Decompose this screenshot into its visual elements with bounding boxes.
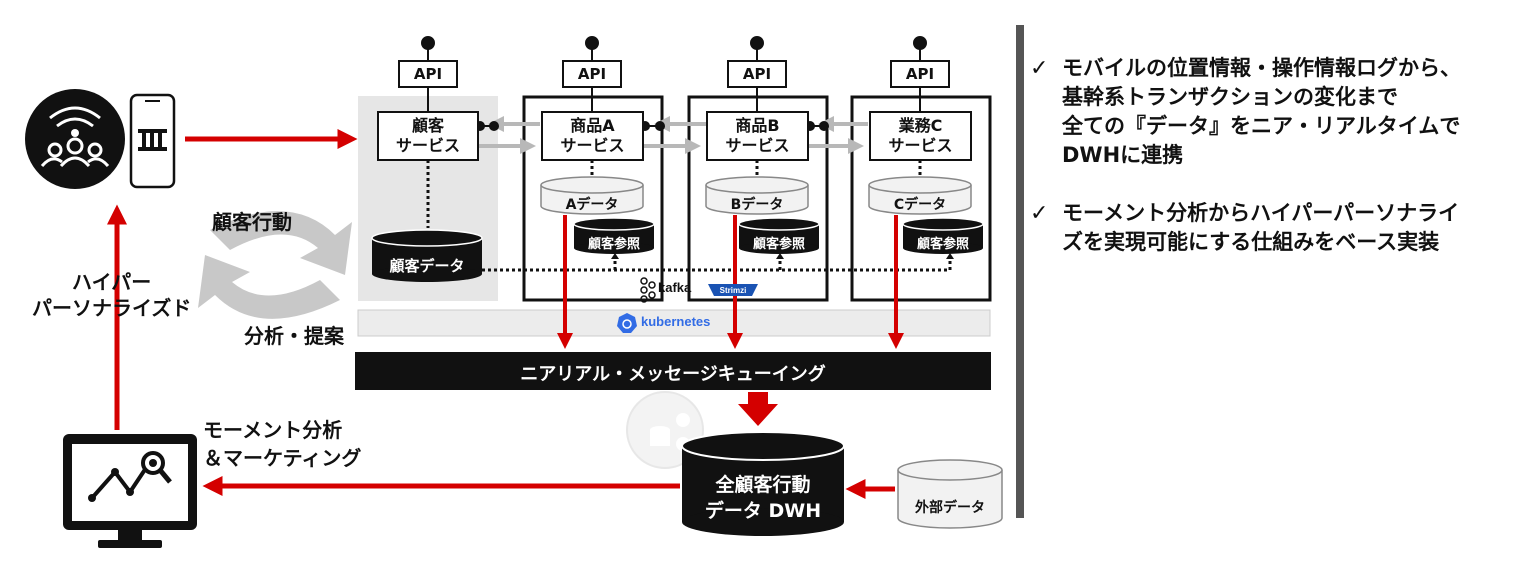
check-icon: ✓ bbox=[1030, 56, 1049, 81]
queue-to-dwh-arrow bbox=[738, 392, 778, 426]
message-queue-bar bbox=[355, 352, 991, 390]
smartphone-icon bbox=[129, 93, 176, 189]
business-c-service-box[interactable]: 業務C サービス bbox=[869, 111, 972, 161]
bullet-line: 基幹系トランザクションの変化まで bbox=[1062, 85, 1398, 109]
product-b-service-box[interactable]: 商品B サービス bbox=[706, 111, 809, 161]
section-divider bbox=[1016, 25, 1024, 518]
api-box-customer[interactable]: API bbox=[398, 60, 458, 88]
api-box-product-b[interactable]: API bbox=[727, 60, 787, 88]
external-data-cylinder bbox=[897, 459, 1003, 529]
service-name-line2: サービス bbox=[395, 136, 460, 155]
service-name-line2: サービス bbox=[725, 136, 790, 155]
service-name-line2: サービス bbox=[560, 136, 625, 155]
bullet-line: ズを実現可能にする仕組みをベース実装 bbox=[1062, 230, 1440, 254]
loop-arrows bbox=[198, 211, 352, 319]
external-data-label: 外部データ bbox=[915, 500, 985, 516]
hyper-label-line2: パーソナライズド bbox=[32, 296, 192, 320]
customer-db-cylinder bbox=[371, 229, 483, 282]
customer-ref-c-label: 顧客参照 bbox=[916, 237, 969, 252]
service-name-line1: 商品B bbox=[735, 116, 780, 135]
users-wifi-icon bbox=[25, 89, 125, 189]
a-data-label: Aデータ bbox=[565, 197, 619, 213]
dwh-cylinder bbox=[681, 431, 845, 536]
b-data-label: Bデータ bbox=[730, 197, 784, 213]
strimzi-logo-icon: Strimzi bbox=[708, 284, 758, 296]
customer-service-box[interactable]: 顧客 サービス bbox=[377, 111, 479, 161]
analysis-proposal-label: 分析・提案 bbox=[244, 324, 344, 348]
bullet-line: 全ての『データ』をニア・リアルタイムで bbox=[1062, 114, 1461, 138]
bullet-2: ✓ モーメント分析からハイパーパーソナライ ズを実現可能にする仕組みをベース実装 bbox=[1030, 199, 1460, 257]
hyper-label-line1: ハイパー bbox=[72, 270, 152, 294]
moment-analysis-label-line2: ＆マーケティング bbox=[203, 446, 362, 470]
kubernetes-logo-icon bbox=[617, 313, 637, 333]
c-data-label: Cデータ bbox=[893, 197, 947, 213]
kubernetes-bar bbox=[357, 309, 991, 337]
service-name-line1: 商品A bbox=[570, 116, 615, 135]
service-name-line2: サービス bbox=[888, 136, 953, 155]
customer-ref-a-label: 顧客参照 bbox=[587, 237, 640, 252]
dwh-label-line1: 全顧客行動 bbox=[715, 474, 811, 496]
customer-ref-b-label: 顧客参照 bbox=[752, 237, 805, 252]
bullet-1: ✓ モバイルの位置情報・操作情報ログから、 基幹系トランザクションの変化まで 全… bbox=[1030, 54, 1461, 170]
service-name-line1: 業務C bbox=[898, 116, 943, 135]
customer-behavior-label: 顧客行動 bbox=[212, 210, 292, 234]
api-box-product-a[interactable]: API bbox=[562, 60, 622, 88]
analytics-monitor-icon bbox=[63, 434, 197, 548]
check-icon: ✓ bbox=[1030, 201, 1049, 226]
product-a-service-box[interactable]: 商品A サービス bbox=[541, 111, 644, 161]
kafka-logo-icon bbox=[640, 277, 656, 303]
bullet-line: DWHに連携 bbox=[1062, 143, 1184, 167]
kubernetes-label: kubernetes bbox=[641, 314, 711, 329]
moment-analysis-label-line1: モーメント分析 bbox=[203, 418, 343, 442]
customer-db-label: 顧客データ bbox=[389, 257, 465, 275]
kafka-label: kafka bbox=[658, 280, 692, 295]
service-name-line1: 顧客 bbox=[411, 116, 444, 135]
message-queue-label: ニアリアル・メッセージキューイング bbox=[520, 364, 826, 385]
api-box-business-c[interactable]: API bbox=[890, 60, 950, 88]
svg-text:Strimzi: Strimzi bbox=[720, 286, 747, 295]
dwh-label-line2: データ DWH bbox=[704, 500, 822, 522]
bullet-line: モバイルの位置情報・操作情報ログから、 bbox=[1062, 56, 1461, 80]
bullet-line: モーメント分析からハイパーパーソナライ bbox=[1062, 201, 1460, 225]
